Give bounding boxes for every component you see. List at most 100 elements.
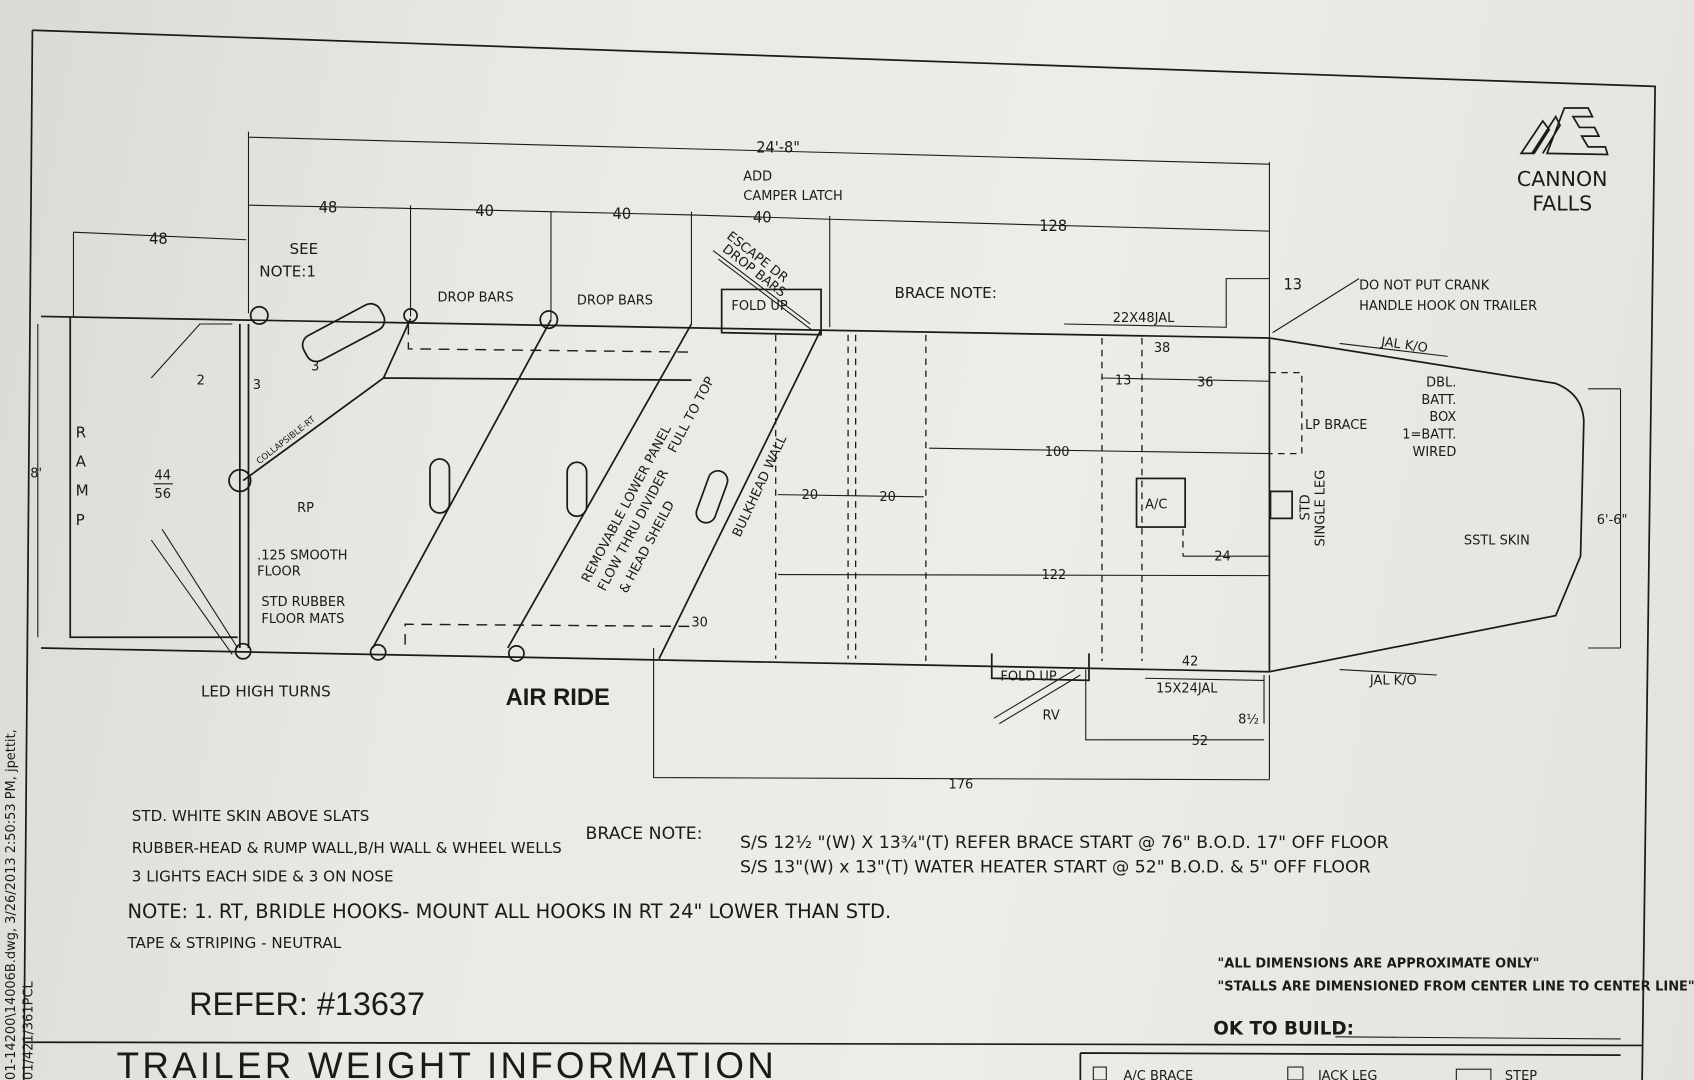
dim-stall-40b: 40 [613,204,632,223]
title-block-title: TRAILER WEIGHT INFORMATION [117,1045,777,1080]
refer-number: REFER: #13637 [189,986,425,1022]
label-jal-ko-bottom: JAL K/O [1369,674,1417,689]
label-single-leg: SINGLE LEG [1314,470,1329,547]
label-ramp-letter: A [76,453,87,471]
dim-stall-40c: 40 [753,207,772,226]
jal-ko-lines [1145,342,1448,681]
light-icon [507,644,525,662]
label-std: STD [1298,494,1313,520]
dim-overall-length: 24'-8" [756,137,800,156]
rear-tack-wall [238,324,250,648]
ratio-top: 44 [154,469,170,484]
note-1: NOTE: 1. RT, BRIDLE HOOKS- MOUNT ALL HOO… [127,900,891,923]
ramp-gate-lines [150,323,239,655]
ok-to-build-signature-line[interactable] [1335,1036,1621,1040]
label-batt-line: WIRED [1413,445,1457,460]
fold-up-box-bottom [990,653,1090,682]
dim-38: 38 [1154,341,1170,356]
dim-nose-height [1588,388,1622,649]
label-smooth-1: .125 SMOOTH [257,548,347,563]
dim-20a: 20 [802,488,818,503]
note-line: STD. WHITE SKIN ABOVE SLATS [132,807,370,825]
label-sstl-skin: SSTL SKIN [1464,533,1530,548]
label-mats-2: FLOOR MATS [261,612,344,627]
dim-100: 100 [1045,445,1070,460]
fold-up-box-top [720,288,822,336]
label-collapsible: COLLAPSIBLE-RT [255,414,318,466]
label-full-to-top: FULL TO TOP [666,374,719,455]
label-lp-brace: LP BRACE [1305,418,1367,433]
legend-box [1079,1052,1621,1080]
label-ac: A/C [1145,498,1167,513]
window-2 [566,461,588,518]
trailer-outline [41,315,1585,673]
note-stalls: "STALLS ARE DIMENSIONED FROM CENTER LINE… [1218,979,1694,994]
drop-bar-dashes [404,324,692,645]
label-see: SEE [290,240,319,258]
ok-to-build-label: OK TO BUILD: [1213,1019,1354,1040]
label-drop-bars-2: DROP BARS [577,294,653,309]
dim-nose-13: 13 [1283,274,1302,293]
dim-42: 42 [1182,654,1198,669]
label-num-2: 2 [197,373,205,388]
ac-brace-icon [1092,1066,1107,1080]
dim-52: 52 [1192,734,1208,749]
label-led-high-turns: LED HIGH TURNS [201,683,331,701]
crank-leader [1272,278,1360,334]
battery-box [1269,371,1303,455]
label-rv: RV [1043,708,1060,723]
note-line: RUBBER-HEAD & RUMP WALL,B/H WALL & WHEEL… [132,839,562,857]
label-removable-panel: REMOVABLE LOWER PANEL [579,422,675,585]
label-num-3b: 3 [253,378,261,393]
label-mats-1: STD RUBBER [261,595,345,610]
dim-bottom [653,648,1270,781]
brace-note-label: BRACE NOTE: [586,824,703,844]
dim-36: 36 [1197,376,1213,391]
dim-nose-height: 6'-6" [1597,513,1628,528]
ratio-bottom: 56 [154,487,170,502]
dim-13: 13 [1115,373,1131,388]
sheet-border [32,29,1656,1080]
logo-mark-icon [1519,107,1609,156]
label-batt-line: DBL. [1426,376,1456,391]
label-batt-line: BATT. [1421,393,1456,408]
escape-door-lines [712,250,1081,725]
label-jal-ko-top: JAL K/O [1379,335,1428,357]
label-note1: NOTE:1 [259,262,316,280]
label-air-ride: AIR RIDE [506,684,610,711]
label-smooth-2: FLOOR [257,565,301,580]
label-ramp-letter: M [76,482,89,500]
dim-ramp [72,231,247,317]
margin-file-text: 01-14200\14006B.dwg, 3/26/2013 2:50:53 P… [4,729,19,1080]
dim-overall [247,131,1270,339]
label-batt-line: 1=BATT. [1402,427,1456,442]
jack-leg-icon [1269,490,1293,520]
dim-stall-40a: 40 [475,201,494,220]
label-jal-15x24: 15X24JAL [1156,681,1218,696]
stall-dividers [242,318,822,660]
note-tape-striping: TAPE & STRIPING - NEUTRAL [126,934,341,952]
ramp-box [69,316,238,639]
dim-stall-48: 48 [319,198,338,217]
label-brace-note: BRACE NOTE: [895,284,997,302]
dim-122: 122 [1041,568,1066,583]
label-crank-2: HANDLE HOOK ON TRAILER [1359,299,1537,314]
note-approx: "ALL DIMENSIONS ARE APPROXIMATE ONLY" [1218,957,1540,972]
ac-unit [1135,477,1187,528]
light-icon [539,310,559,330]
label-jal-22x48: 22X48JAL [1113,311,1175,326]
label-num-3a: 3 [311,359,319,374]
dim-internal [777,377,1270,577]
legend-jack-leg: JACK LEG [1317,1069,1377,1080]
dim-ramp-48: 48 [149,229,168,248]
label-rp: RP [297,501,314,516]
label-crank-1: DO NOT PUT CRANK [1359,278,1490,293]
jack-leg-legend-icon [1287,1066,1304,1080]
window-3 [695,469,729,524]
label-add: ADD [743,169,772,184]
dim-176: 176 [949,777,974,792]
brace-note-line-2: S/S 13"(W) x 13"(T) WATER HEATER START @… [740,858,1371,878]
legend-step: STEP [1505,1069,1537,1080]
step-icon [1455,1068,1492,1080]
